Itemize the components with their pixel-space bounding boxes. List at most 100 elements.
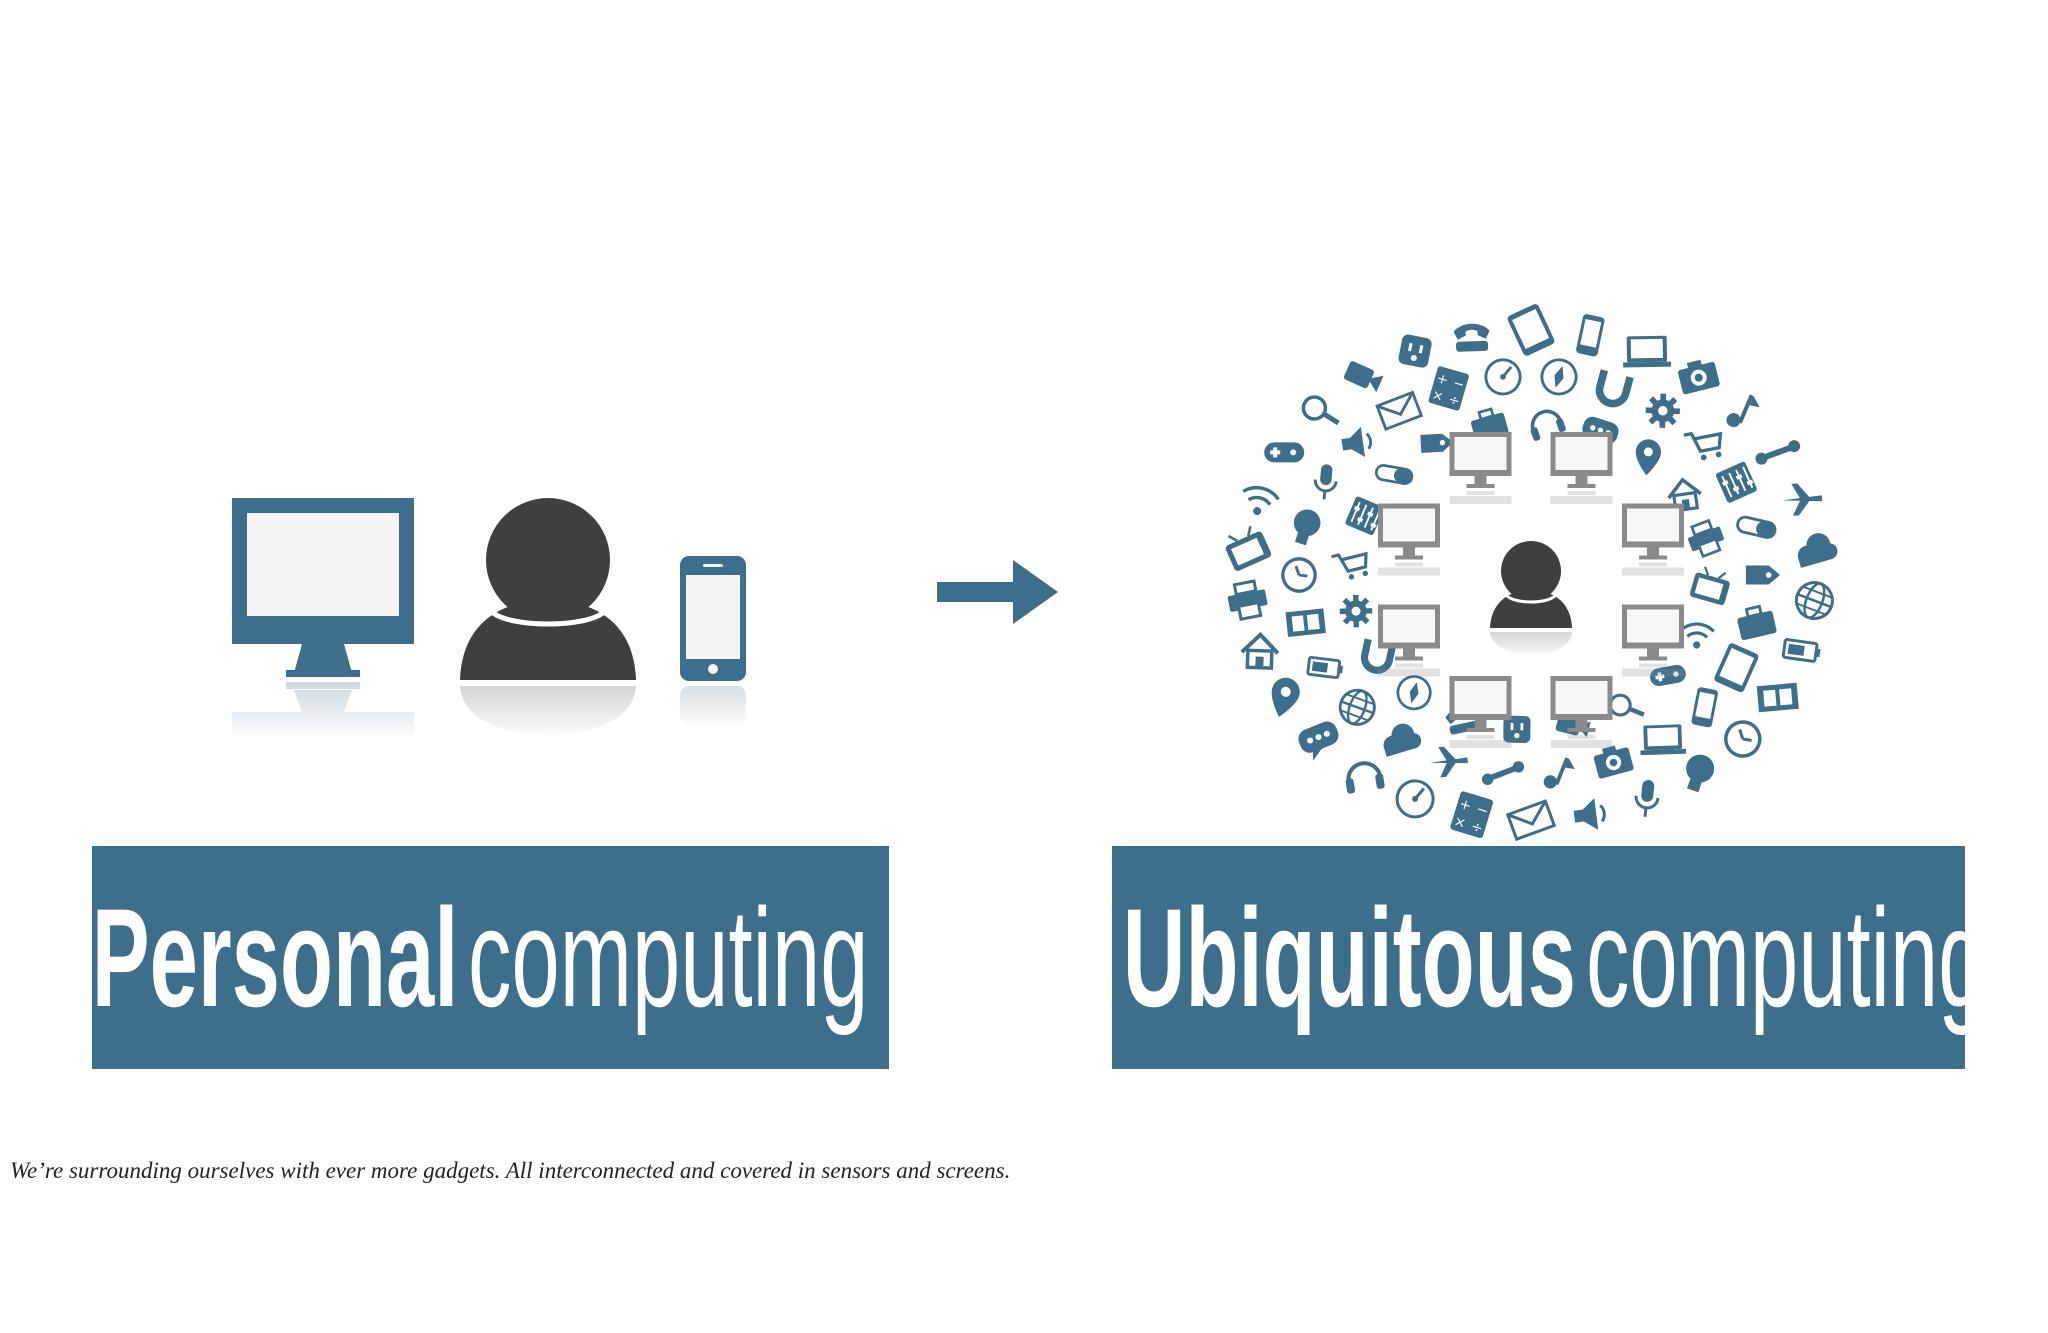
tablet-icon	[1714, 643, 1759, 693]
tag-icon	[1745, 565, 1781, 585]
smartphone-icon	[1691, 687, 1718, 728]
envelope-icon	[1505, 799, 1557, 842]
map-pin-icon	[1635, 439, 1661, 476]
tv-icon	[1689, 566, 1730, 606]
figure-caption: We’re surrounding ourselves with ever mo…	[10, 1158, 1011, 1183]
film-icon	[1756, 682, 1799, 713]
svg-text:×: ×	[1430, 388, 1445, 405]
center-person-icon	[1486, 541, 1576, 658]
laptop-icon	[1640, 724, 1687, 756]
laptop-icon	[1623, 335, 1672, 368]
personal-label-bold: Personal	[92, 878, 459, 1036]
compass-icon	[1540, 358, 1578, 396]
chat-bubble-icon	[1298, 721, 1339, 761]
clock-icon	[1724, 720, 1762, 758]
compass-icon	[1396, 675, 1432, 711]
tag-icon	[1420, 433, 1454, 453]
battery-icon	[1781, 638, 1821, 663]
printer-icon	[1687, 518, 1725, 559]
svg-text:×: ×	[1452, 813, 1468, 832]
microphone-icon	[1313, 464, 1338, 500]
phone-handset-icon	[1453, 323, 1490, 352]
ubiquitous-icon-cloud: +−×÷ +−×÷	[1225, 304, 1838, 842]
music-note-icon	[1726, 394, 1760, 428]
microphone-icon	[1634, 779, 1660, 817]
headphones-icon	[1530, 409, 1566, 441]
monitor-icon	[1622, 604, 1684, 677]
pill-icon	[1374, 464, 1414, 485]
film-icon	[1285, 608, 1326, 637]
wrench-icon	[1755, 440, 1801, 465]
monitor-icon	[1550, 432, 1613, 504]
music-note-icon	[1543, 757, 1575, 789]
smartphone-icon	[1576, 314, 1605, 357]
personal-label-light: computing	[468, 878, 869, 1036]
plug-icon	[1398, 334, 1432, 368]
speaker-icon	[1573, 798, 1606, 830]
personal-computing-illustration	[232, 498, 750, 740]
monitor-icon	[1378, 604, 1440, 677]
svg-text:−: −	[1474, 801, 1490, 820]
ubiquitous-computing-label-bar	[1112, 846, 1965, 1069]
printer-icon	[1227, 579, 1268, 621]
plug-icon	[1503, 715, 1531, 743]
gear-icon	[1339, 594, 1373, 628]
calculator-icon: +−×÷	[1450, 791, 1494, 839]
svg-text:+: +	[1435, 371, 1450, 388]
shopping-cart-icon	[1683, 431, 1723, 461]
globe-icon	[1338, 688, 1376, 726]
gear-icon	[1645, 393, 1680, 428]
gauge-icon	[1395, 779, 1435, 819]
airplane-icon	[1782, 483, 1823, 516]
person-icon	[460, 498, 636, 680]
wifi-icon	[1242, 486, 1280, 515]
map-pin-icon	[1271, 677, 1300, 717]
gamepad-icon	[1650, 664, 1686, 687]
magnet-icon	[1360, 638, 1397, 674]
lightbulb-icon	[1686, 754, 1715, 793]
ubiquitous-label-light: computing	[1586, 878, 1965, 1036]
smartphone-reflection	[676, 684, 750, 728]
monitor-icon	[1449, 432, 1512, 504]
personal-computing-label-bar	[92, 846, 889, 1069]
connected-devices-ring	[1378, 432, 1684, 748]
tablet-icon	[1507, 304, 1555, 356]
svg-text:+: +	[1457, 796, 1473, 815]
tv-icon	[1225, 525, 1272, 571]
lightbulb-icon	[1293, 509, 1321, 546]
mixer-icon	[1345, 496, 1384, 536]
home-icon	[1240, 631, 1280, 670]
arrow-right-icon	[937, 560, 1058, 624]
monitor-icon	[1378, 503, 1440, 576]
monitor-icon	[232, 498, 414, 677]
mixer-icon	[1715, 461, 1757, 503]
airplane-icon	[1429, 746, 1468, 778]
video-camera-icon	[1343, 361, 1384, 393]
monitor-icon	[1550, 676, 1613, 748]
pill-icon	[1736, 515, 1777, 539]
clock-icon	[1281, 557, 1317, 593]
battery-icon	[1306, 655, 1344, 680]
monitor-icon	[1449, 676, 1512, 748]
ubiquitous-label-bold: Ubiquitous	[1122, 878, 1577, 1036]
cloud-icon	[1383, 723, 1422, 757]
magnifier-icon	[1301, 395, 1340, 426]
smartphone-icon	[680, 556, 746, 681]
gamepad-icon	[1264, 442, 1305, 463]
envelope-icon	[1375, 390, 1424, 431]
headphones-icon	[1345, 761, 1385, 794]
monitor-icon	[1622, 503, 1684, 576]
monitor-reflection	[232, 682, 414, 740]
person-reflection	[455, 684, 645, 740]
wrench-icon	[1481, 761, 1525, 786]
briefcase-icon	[1737, 604, 1777, 641]
gauge-icon	[1484, 358, 1522, 396]
cloud-icon	[1797, 533, 1838, 568]
camera-icon	[1593, 745, 1634, 779]
calculator-icon: +−×÷	[1428, 366, 1469, 411]
globe-icon	[1794, 581, 1834, 621]
speaker-icon	[1341, 426, 1372, 457]
